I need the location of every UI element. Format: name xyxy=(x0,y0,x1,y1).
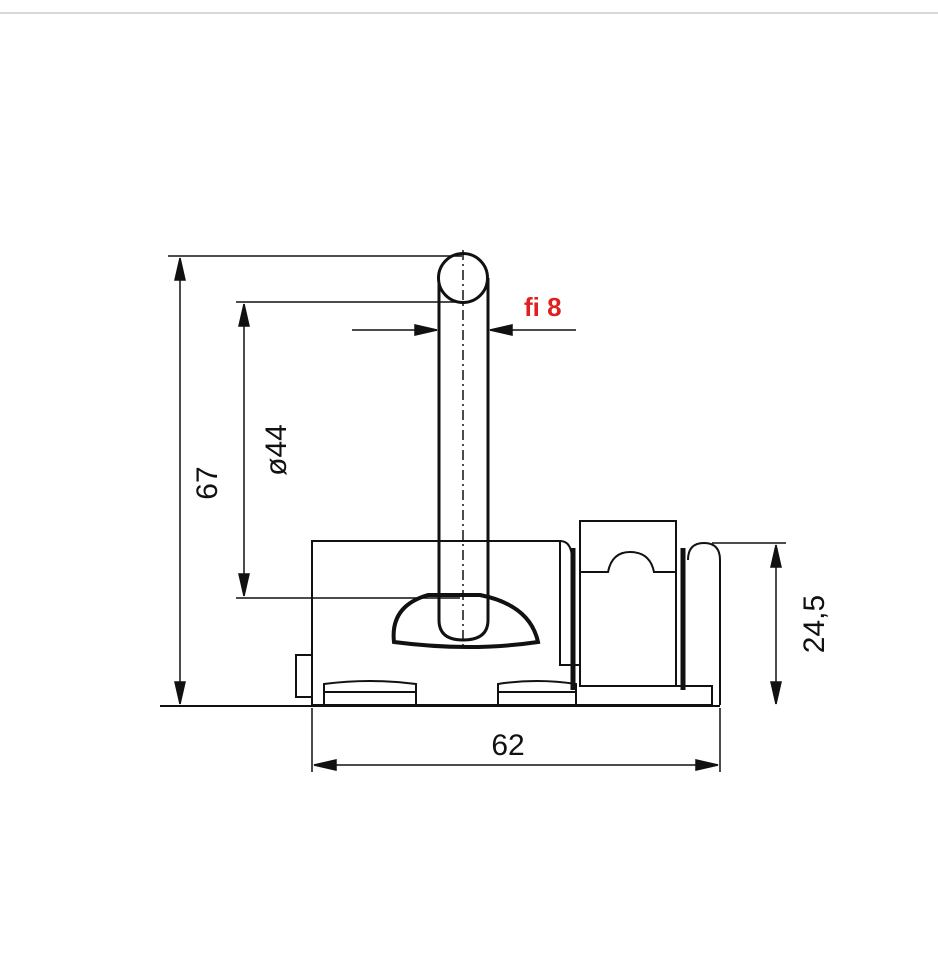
dim-overall-height: 67 xyxy=(191,466,224,499)
dim-handle-diameter: ø44 xyxy=(260,424,293,476)
handle-slot xyxy=(391,593,541,649)
dim-overall-width: 62 xyxy=(491,729,524,762)
clip-block xyxy=(559,520,721,705)
callout-diameter-label: fi 8 xyxy=(524,292,562,322)
top-divider xyxy=(0,12,938,14)
handle-pin xyxy=(437,250,490,648)
dim-base-height: 24,5 xyxy=(798,595,831,653)
left-tab xyxy=(295,654,313,698)
base-pads xyxy=(323,680,577,705)
dimension-lines xyxy=(168,255,786,772)
